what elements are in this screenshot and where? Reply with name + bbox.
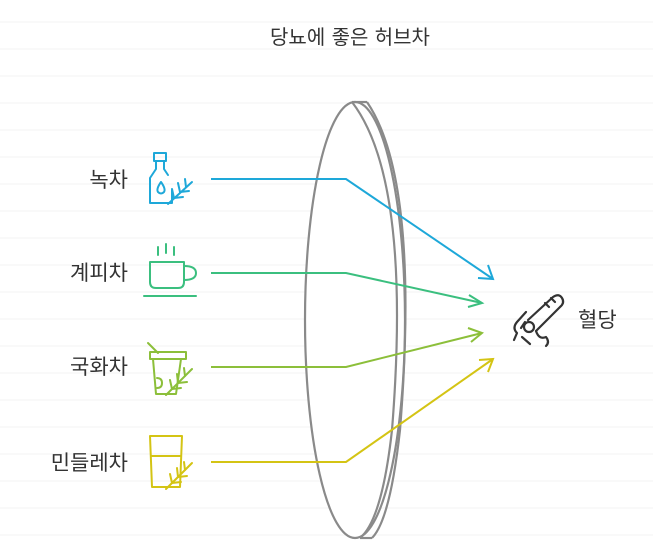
lens-filter-icon: [303, 100, 407, 540]
tea-label-chrysanthemum: 국화차: [70, 355, 128, 379]
glass-herb-icon: [149, 435, 193, 490]
target-label: 혈당: [578, 308, 617, 332]
tea-arrows: [211, 178, 495, 463]
arrow-dandelion-tea: [211, 357, 495, 463]
tea-cup-icon: [143, 243, 197, 297]
hand-thermometer-icon: [512, 294, 565, 348]
cup-straw-herb-icon: [147, 342, 193, 396]
arrow-cinnamon-tea: [211, 272, 485, 308]
tea-label-cinnamon: 계피차: [70, 261, 128, 285]
diagram-title: 당뇨에 좋은 허브차: [270, 25, 430, 49]
bottle-herb-icon: [149, 152, 193, 205]
arrow-green-tea: [211, 178, 495, 281]
tea-label-dandelion: 민들레차: [51, 451, 128, 475]
tea-label-green: 녹차: [89, 168, 128, 192]
arrow-chrysanthemum-tea: [211, 327, 485, 368]
